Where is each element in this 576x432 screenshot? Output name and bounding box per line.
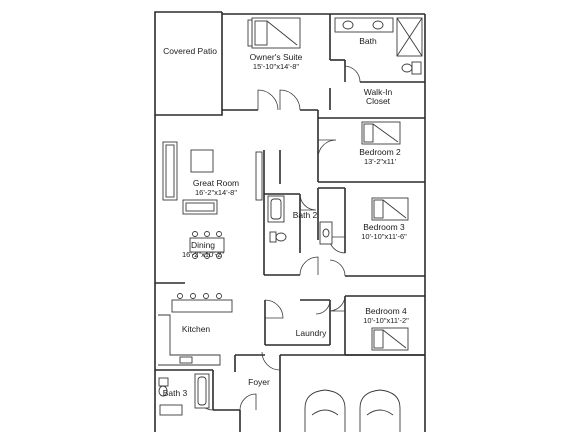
car-icon <box>359 389 401 432</box>
toilet-icon <box>401 61 422 75</box>
owners-suite-label: Owner's Suite <box>250 52 303 62</box>
covered-patio-label: Covered Patio <box>163 46 217 56</box>
dining-table-icon <box>189 231 225 259</box>
dining-label: Dining <box>191 240 215 250</box>
bedroom-4-label: Bedroom 4 <box>365 306 407 316</box>
bed-icon <box>247 17 301 49</box>
loveseat-icon <box>182 199 218 215</box>
owners-suite-dimensions: 15'-10"x14'-8" <box>253 62 299 71</box>
vanity-icon <box>159 404 183 416</box>
bedroom-3-dimensions: 10'-10"x11'-6" <box>361 232 407 241</box>
bathtub-icon <box>194 373 210 409</box>
bedroom-2-dimensions: 13'-2"x11' <box>364 157 397 166</box>
bath-3-label: Bath 3 <box>163 388 188 398</box>
bed-icon <box>371 197 409 221</box>
car-icon <box>304 389 346 432</box>
walk-in-closet-label-line1: Walk-In <box>364 87 393 97</box>
sofa-icon <box>162 141 178 201</box>
room-labels: Covered Patio Owner's Suite 15'-10"x14'-… <box>163 36 409 398</box>
toilet-icon <box>269 231 287 243</box>
exterior-walls <box>154 11 426 432</box>
shower-icon <box>396 17 423 57</box>
tv-console-icon <box>255 151 263 201</box>
coffee-table-icon <box>190 149 214 173</box>
kitchen-label: Kitchen <box>182 324 211 334</box>
foyer-label: Foyer <box>248 377 270 387</box>
great-room-dimensions: 16'-2"x14'-8" <box>195 188 237 197</box>
bathtub-icon <box>267 195 285 223</box>
walk-in-closet-label-line2: Closet <box>366 96 391 106</box>
bath-2-label: Bath 2 <box>293 210 318 220</box>
kitchen-counter-icon <box>158 314 221 366</box>
doors <box>196 65 361 411</box>
toilet-icon <box>158 377 169 397</box>
bedroom-3-label: Bedroom 3 <box>363 222 405 232</box>
vanity-icon <box>319 221 333 245</box>
laundry-label: Laundry <box>296 328 327 338</box>
bedroom-2-label: Bedroom 2 <box>359 147 401 157</box>
bedroom-4-dimensions: 10'-10"x11'-2" <box>363 316 409 325</box>
kitchen-island-icon <box>171 293 233 313</box>
vanity-icon <box>334 17 394 33</box>
dining-dimensions: 16'-2"x10'-2" <box>182 250 224 259</box>
bed-icon <box>361 121 401 145</box>
bath-label: Bath <box>359 36 377 46</box>
bed-icon <box>371 327 409 351</box>
great-room-label: Great Room <box>193 178 239 188</box>
